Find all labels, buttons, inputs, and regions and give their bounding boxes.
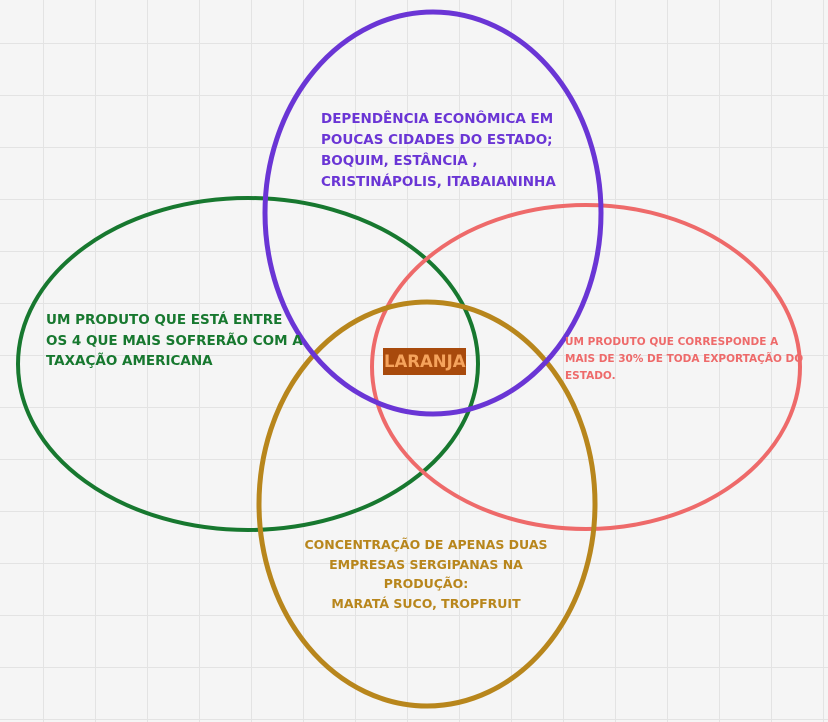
- gold-circle: [256, 299, 598, 709]
- purple-circle-label: DEPENDÊNCIA ECONÔMICA EM POUCAS CIDADES …: [321, 111, 556, 190]
- green-circle: [16, 196, 480, 532]
- green-circle-label: UM PRODUTO QUE ESTÁ ENTRE OS 4 QUE MAIS …: [46, 312, 303, 369]
- purple-circle: [262, 9, 604, 417]
- red-circle-label: UM PRODUTO QUE CORRESPONDE A MAIS DE 30%…: [565, 336, 804, 382]
- red-circle: [370, 203, 802, 531]
- gold-circle-label: CONCENTRAÇÃO DE APENAS DUAS EMPRESAS SER…: [304, 537, 548, 611]
- center-label: LARANJA: [383, 348, 467, 375]
